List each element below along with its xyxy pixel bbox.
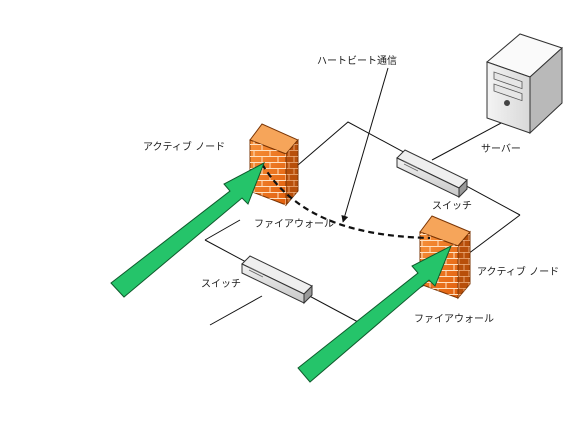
heartbeat-link: ハートビート通信 (261, 55, 431, 240)
arrow-up-right-icon (297, 244, 452, 383)
link-top-firewall-to-lower-loop (204, 219, 241, 241)
traffic-arrow-bottom (297, 244, 452, 383)
active-node-bottom-label: アクティブ ノード (477, 265, 559, 278)
heartbeat-label: ハートビート通信 (317, 55, 397, 67)
firewall-top: アクティブ ノード ファイアウォール (143, 123, 334, 230)
link-lower-switch-left (209, 295, 263, 326)
heartbeat-dashed-line (261, 163, 431, 240)
server: サーバー (481, 33, 563, 155)
firewall-top-label: ファイアウォール (254, 218, 334, 230)
heartbeat-callout-arrow (341, 67, 389, 223)
arrow-up-right-icon (110, 161, 265, 298)
switch-bottom-label: スイッチ (201, 278, 241, 290)
link-loop-to-bottom-firewall (467, 214, 521, 255)
tower-server-icon (486, 33, 563, 135)
network-switch-icon (396, 149, 468, 199)
active-node-top-label: アクティブ ノード (143, 140, 225, 153)
switch-top-label: スイッチ (432, 200, 472, 212)
firewall-brick-icon (249, 123, 299, 207)
firewall-bottom-label: ファイアウォール (414, 313, 494, 325)
switch-bottom: スイッチ (201, 255, 313, 305)
server-label: サーバー (481, 143, 521, 155)
traffic-arrow-top (110, 161, 265, 298)
network-switch-icon (241, 255, 313, 305)
switch-top: スイッチ (396, 149, 472, 212)
link-switch-to-server (431, 121, 504, 161)
